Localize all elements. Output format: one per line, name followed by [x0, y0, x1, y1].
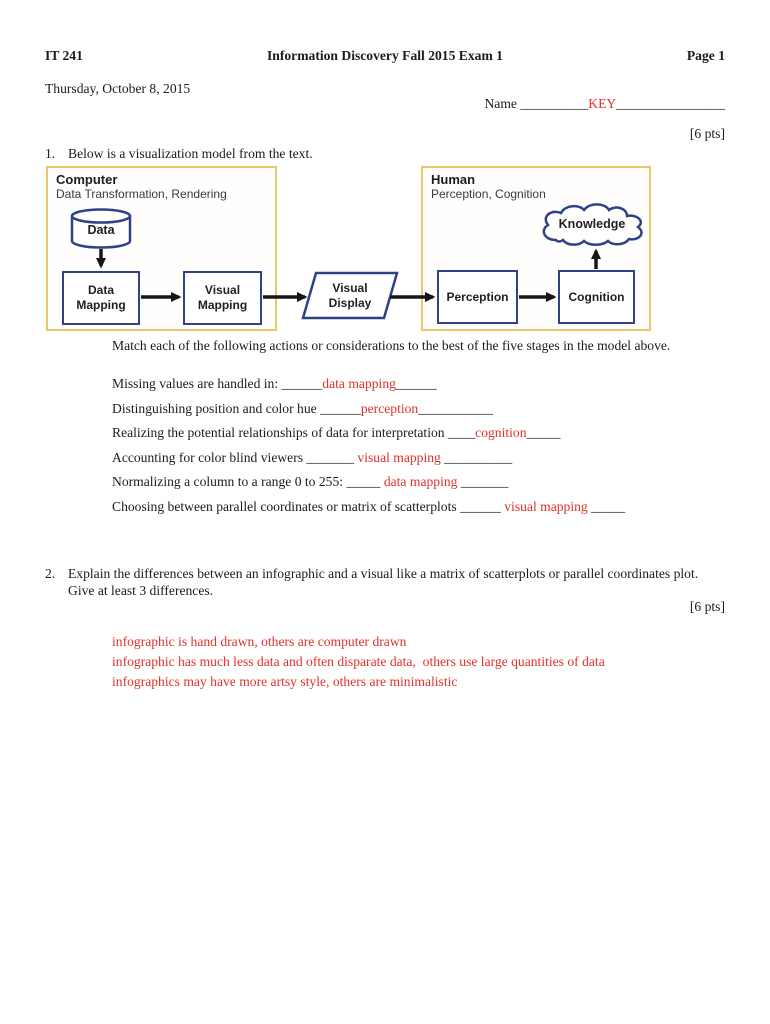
node-data-mapping: Data Mapping — [62, 271, 140, 325]
computer-box-title: Computer — [56, 172, 118, 187]
item-blank-pre: _______ — [306, 449, 358, 465]
item-blank-post: _______ — [457, 474, 509, 490]
node-visual-mapping: Visual Mapping — [183, 271, 262, 325]
item-prefix: Missing values are handled in: — [112, 376, 282, 391]
node-data-mapping-label: Data Mapping — [76, 283, 126, 312]
item-answer: visual mapping — [504, 498, 588, 514]
item-blank-post: __________ — [440, 449, 513, 465]
item-blank-pre: ______ — [460, 498, 505, 514]
item-blank-pre: _____ — [346, 474, 384, 490]
human-box-subtitle: Perception, Cognition — [431, 187, 546, 201]
question-1-text: Below is a visualization model from the … — [68, 146, 313, 161]
item-prefix: Choosing between parallel coordinates or… — [112, 498, 461, 514]
points-badge-q2: [6 pts] — [689, 599, 725, 614]
question-1: 1. Below is a visualization model from t… — [45, 146, 725, 162]
question-2-text: Explain the differences between an infog… — [68, 566, 698, 599]
question-2-number: 2. — [45, 566, 56, 581]
item-blank-post: _____ — [587, 498, 626, 514]
computer-box-subtitle: Data Transformation, Rendering — [56, 187, 227, 201]
match-items: Missing values are handled in: ______dat… — [112, 377, 625, 525]
match-item: Realizing the potential relationships of… — [112, 426, 625, 440]
name-label: Name — [484, 96, 521, 111]
item-prefix: Realizing the potential relationships of… — [112, 425, 448, 441]
visualization-model-diagram: Computer Data Transformation, Rendering … — [46, 166, 652, 332]
answer-line: infographic has much less data and often… — [112, 654, 605, 669]
answer-line: infographics may have more artsy style, … — [112, 674, 458, 689]
match-item: Normalizing a column to a range 0 to 255… — [112, 475, 625, 489]
item-answer: data mapping — [383, 474, 458, 490]
question-2-text-line2: Give at least 3 differences. — [68, 582, 214, 598]
name-blank-pre: __________ — [520, 96, 589, 111]
node-knowledge-label: Knowledge — [558, 217, 626, 231]
course-code: IT 241 — [45, 48, 83, 63]
node-cognition-label: Cognition — [568, 289, 625, 304]
exam-date: Thursday, October 8, 2015 — [45, 81, 191, 96]
node-visual-mapping-label: Visual Mapping — [197, 283, 248, 312]
answer-line: infographic is hand drawn, others are co… — [112, 634, 407, 649]
match-item: Distinguishing position and color hue __… — [112, 400, 625, 416]
item-blank-post: ___________ — [418, 400, 493, 416]
match-item: Missing values are handled in: ______dat… — [112, 377, 625, 391]
node-data-label: Data — [87, 223, 115, 237]
node-cognition: Cognition — [558, 270, 635, 324]
match-instructions: Match each of the following actions or c… — [112, 338, 671, 353]
page-number: Page 1 — [686, 48, 725, 63]
item-prefix: Normalizing a column to a range 0 to 255… — [112, 474, 347, 490]
item-blank-pre: ____ — [447, 425, 476, 441]
item-blank-post: ______ — [395, 376, 437, 391]
name-line: Name __________KEY________________ — [484, 96, 725, 112]
node-visual-display: Visual Display — [303, 273, 397, 318]
question-2-text-line1: Explain the differences between an infog… — [68, 566, 699, 581]
node-perception-label: Perception — [446, 289, 509, 304]
name-key-answer: KEY — [588, 96, 617, 111]
item-answer: perception — [360, 400, 419, 416]
match-item: Accounting for color blind viewers _____… — [112, 449, 625, 465]
question-2: 2. Explain the differences between an in… — [45, 566, 735, 599]
item-answer: cognition — [475, 425, 527, 441]
name-blank-post: ________________ — [616, 96, 725, 111]
question-1-number: 1. — [45, 146, 56, 161]
match-item: Choosing between parallel coordinates or… — [112, 498, 626, 514]
node-perception: Perception — [437, 270, 518, 324]
item-prefix: Distinguishing position and color hue — [112, 400, 321, 416]
points-badge-q1: [6 pts] — [689, 126, 725, 141]
question-2-answers: infographic is hand drawn, others are co… — [112, 632, 605, 692]
human-box-title: Human — [431, 172, 476, 187]
node-visual-display-label: Visual Display — [328, 281, 372, 310]
item-blank-pre: ______ — [320, 400, 361, 416]
item-answer: data mapping — [322, 376, 396, 391]
item-blank-post: _____ — [526, 425, 561, 441]
item-prefix: Accounting for color blind viewers — [112, 449, 307, 465]
exam-title: Information Discovery Fall 2015 Exam 1 — [267, 48, 503, 63]
item-blank-pre: ______ — [281, 376, 323, 391]
item-answer: visual mapping — [357, 449, 441, 465]
